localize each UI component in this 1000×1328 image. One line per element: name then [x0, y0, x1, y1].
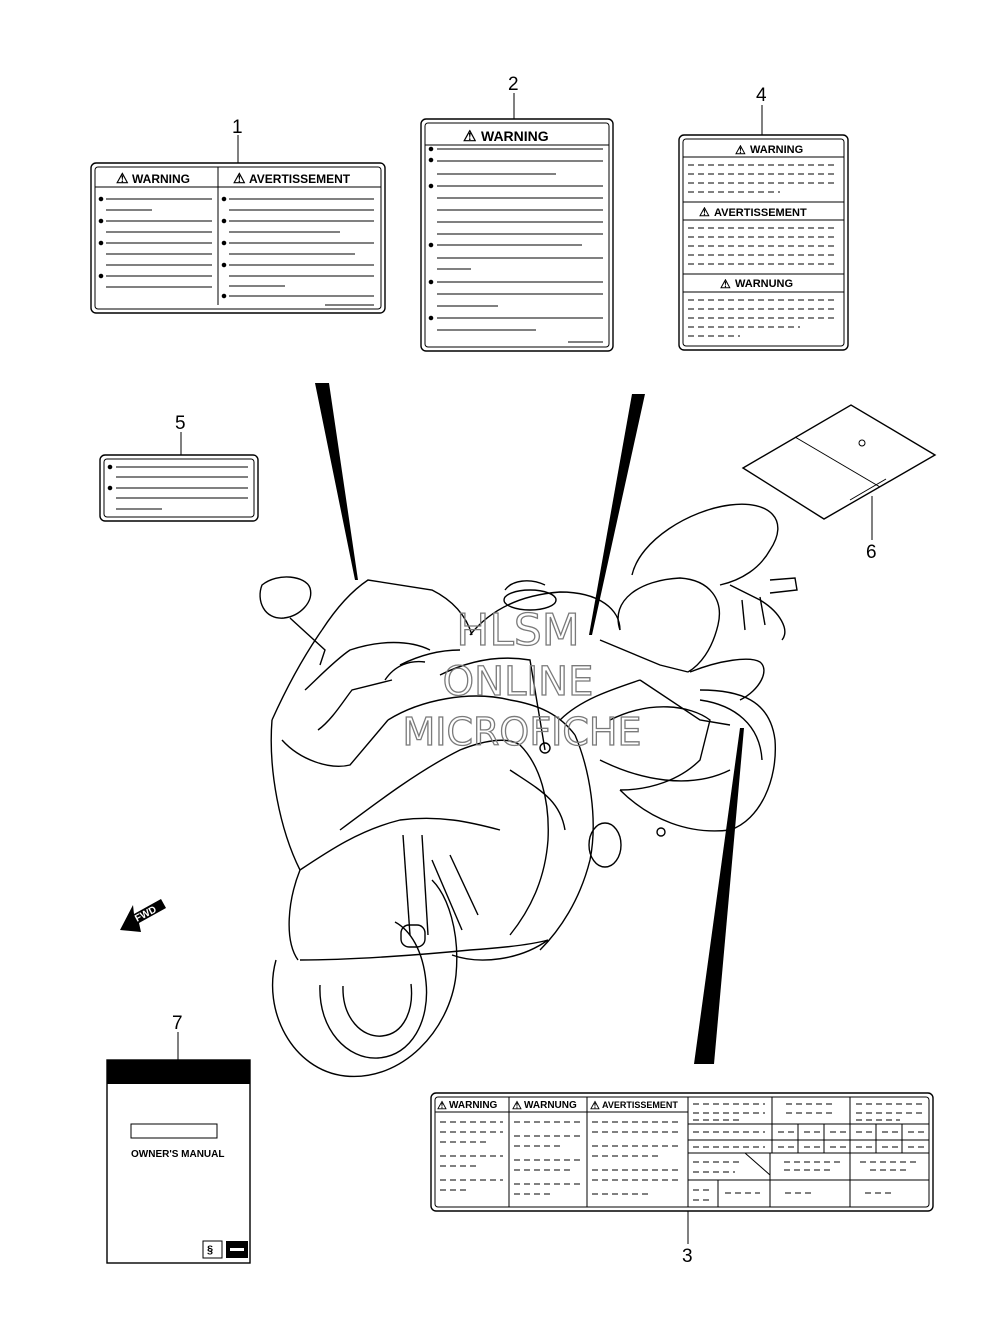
owners-manual-title: OWNER'S MANUAL: [131, 1149, 224, 1160]
callout-4: 4: [756, 85, 767, 106]
suzuki-logo-icon: §: [207, 1244, 213, 1256]
warning-triangle-icon: ⚠: [116, 170, 129, 186]
label-5: 5: [99, 413, 259, 522]
watermark-line-3: MICROFICHE: [402, 710, 641, 754]
fwd-arrow-icon: FWD: [120, 899, 166, 932]
label-4-warning-avertissement-warnung: ⚠ WARNING ⚠ AVERTISSEMENT ⚠ WARNUNG 4: [678, 85, 849, 351]
label-3-avertissement-title: AVERTISSEMENT: [602, 1100, 678, 1110]
warning-triangle-icon: ⚠: [233, 170, 246, 186]
warning-triangle-icon: ⚠: [437, 1100, 447, 1112]
warning-triangle-icon: ⚠: [463, 128, 477, 145]
warning-triangle-icon: ⚠: [512, 1100, 522, 1112]
label-3-warning-title: WARNING: [449, 1100, 498, 1111]
label-4-warnung-title: WARNUNG: [735, 278, 793, 290]
label-6-folded-tag: 6: [741, 404, 937, 563]
label-1-avertissement-title: AVERTISSEMENT: [249, 172, 351, 186]
label-2-warning-title: WARNING: [481, 128, 549, 144]
warning-triangle-icon: ⚠: [590, 1100, 600, 1112]
label-1-warning-avertissement: ⚠ WARNING ⚠ AVERTISSEMENT 1: [90, 117, 386, 314]
item-7-owners-manual: OWNER'S MANUAL § 7: [106, 1013, 251, 1264]
watermark: HLSM ONLINE MICROFICHE: [402, 604, 642, 754]
callout-6: 6: [866, 542, 877, 563]
pointer-wedges: [315, 383, 744, 1064]
label-2-warning: ⚠ WARNING 2: [420, 74, 614, 352]
label-1-warning-title: WARNING: [132, 172, 190, 186]
motorcycle-outline: [259, 503, 798, 1078]
callout-5: 5: [175, 413, 186, 434]
watermark-line-2: ONLINE: [443, 659, 594, 705]
warning-triangle-icon: ⚠: [735, 143, 746, 157]
callout-1: 1: [232, 117, 243, 138]
callout-7: 7: [172, 1013, 183, 1034]
callout-3: 3: [682, 1246, 693, 1267]
watermark-line-1: HLSM: [456, 605, 580, 656]
warning-triangle-icon: ⚠: [720, 277, 731, 291]
label-3-combined-information: ⚠ WARNING ⚠ WARNUNG ⚠ AVERTISSEMENT: [430, 1092, 934, 1267]
label-4-warning-title: WARNING: [750, 144, 803, 156]
callout-2: 2: [508, 74, 519, 95]
label-3-warnung-title: WARNUNG: [524, 1100, 577, 1111]
fwd-label: FWD: [133, 904, 158, 924]
warning-triangle-icon: ⚠: [699, 205, 710, 219]
label-4-avertissement-title: AVERTISSEMENT: [714, 207, 807, 219]
